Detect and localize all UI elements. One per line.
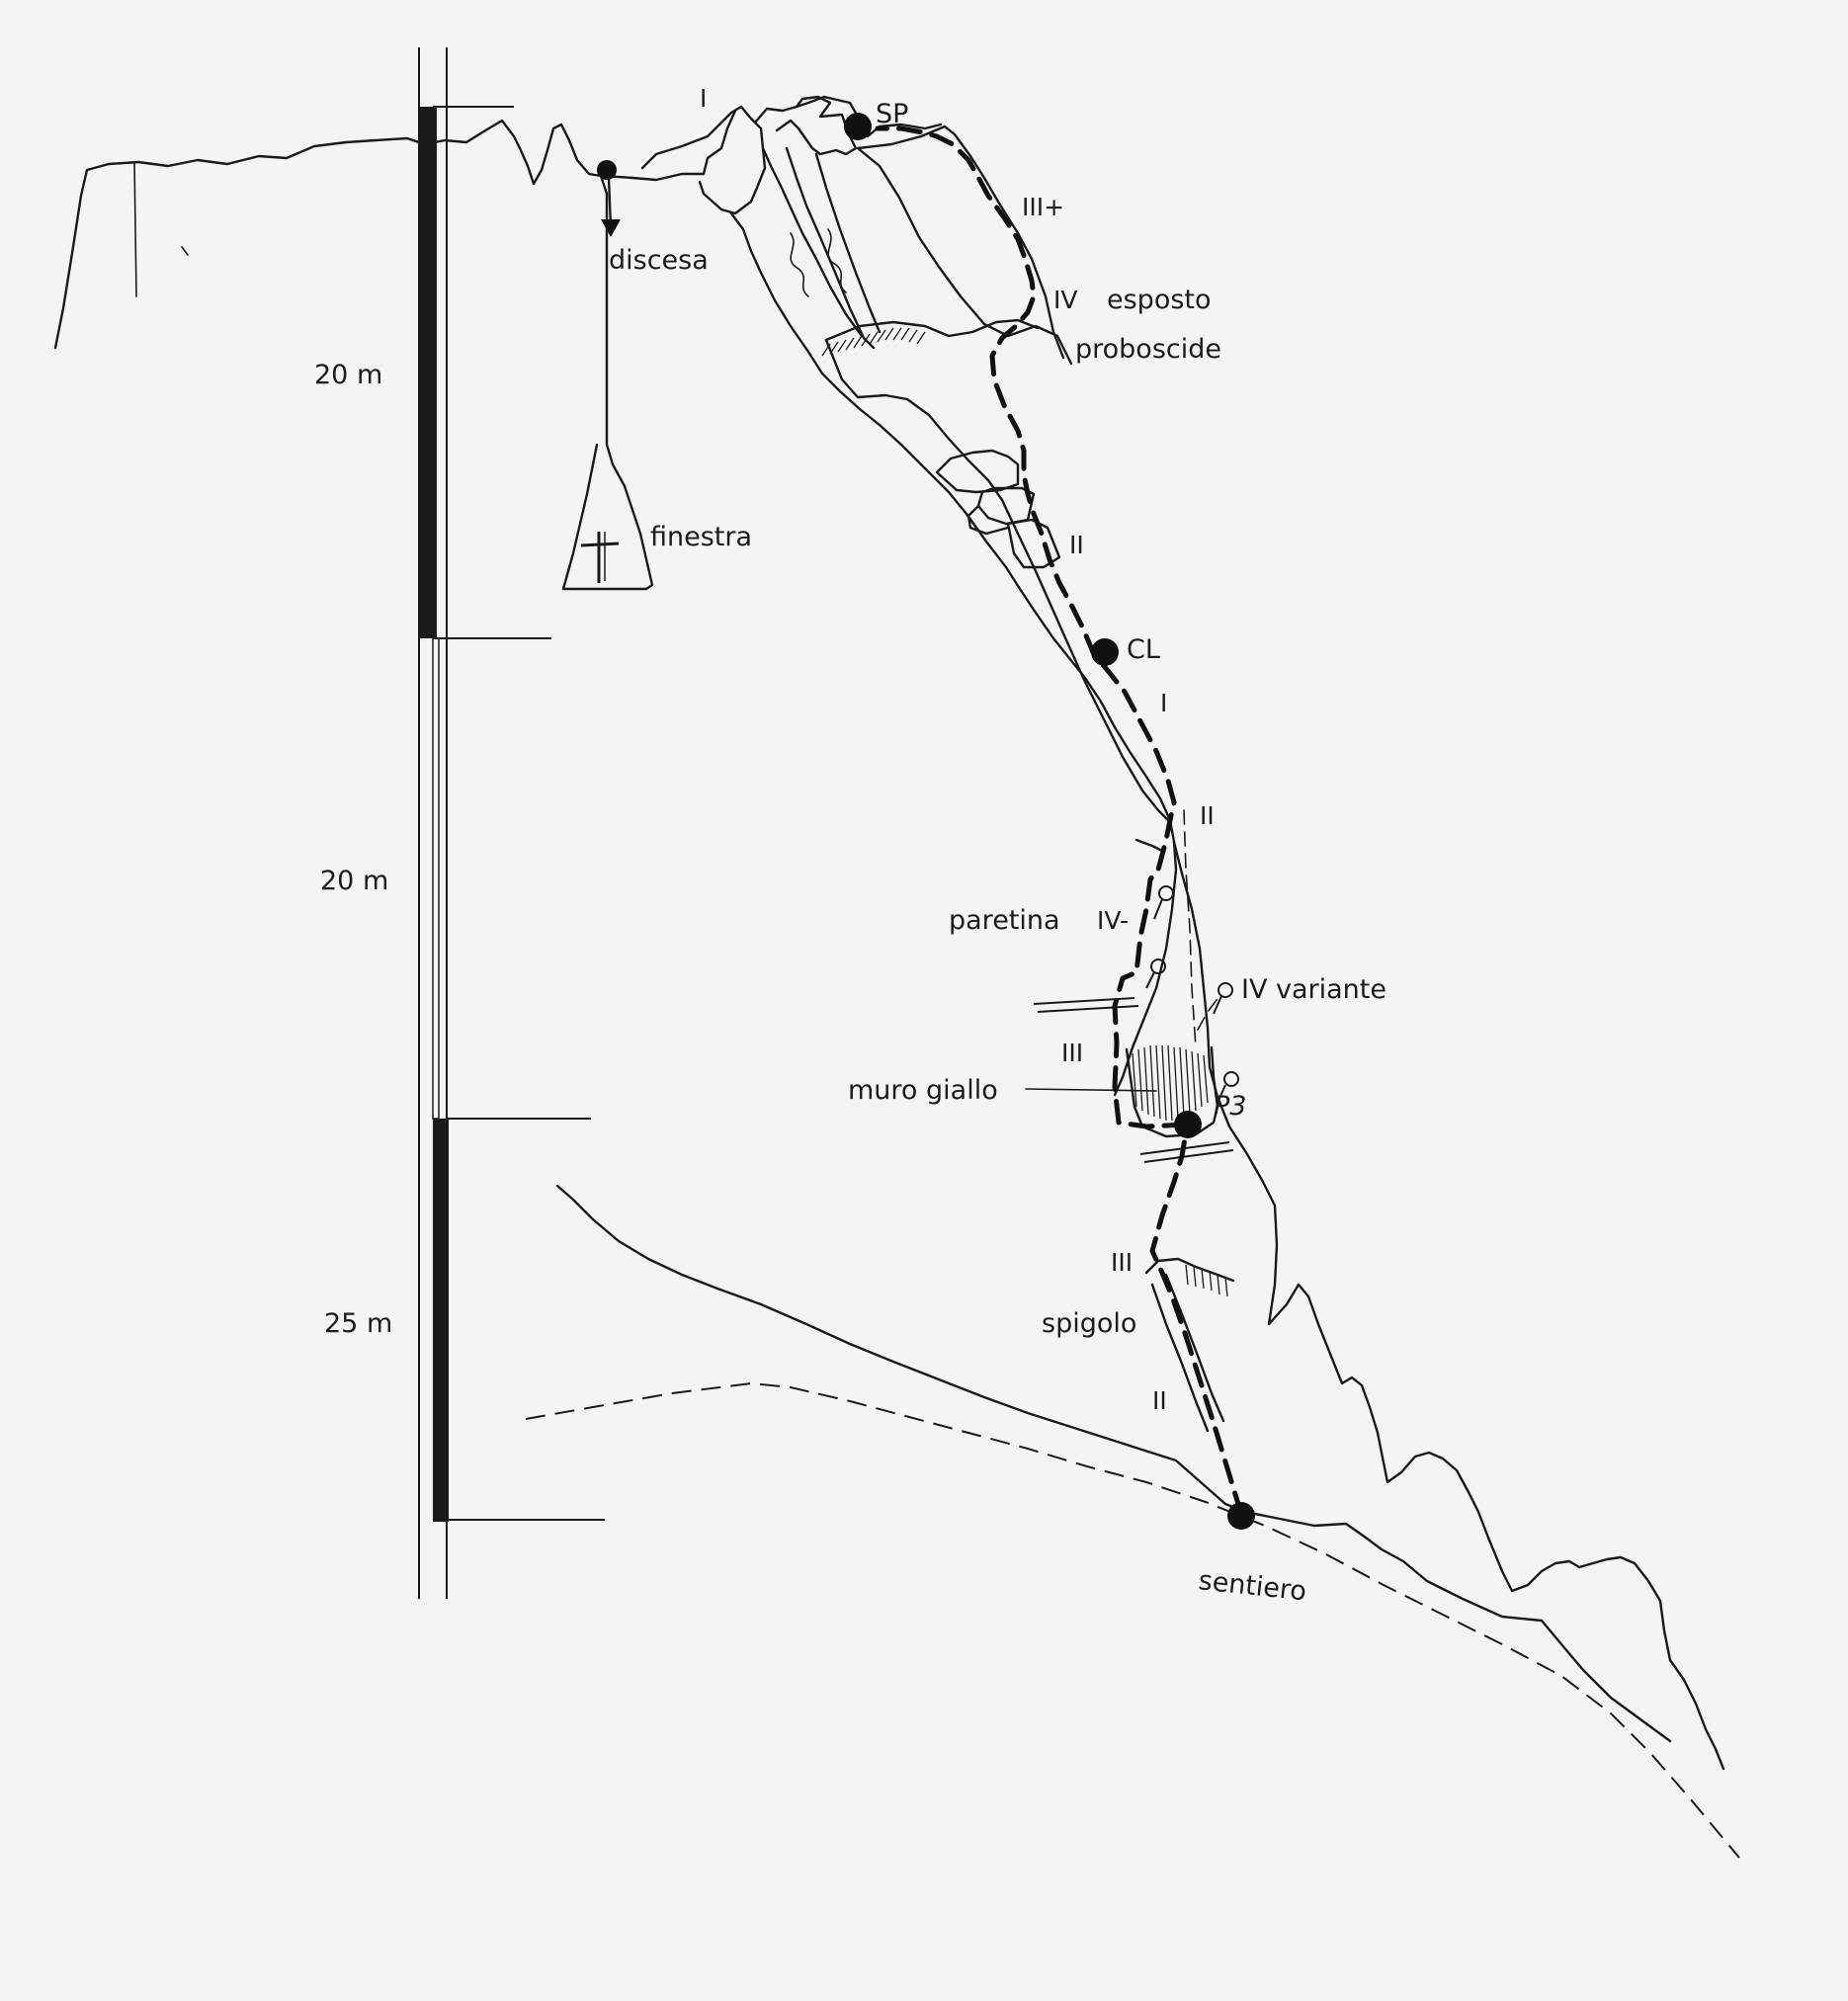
label-paretina: paretina (949, 905, 1060, 936)
variante-line-2 (1197, 995, 1220, 1031)
height-scale-bar (418, 47, 605, 1599)
spigolo-edge-1 (1150, 1283, 1210, 1433)
grade-iv-top: IV (1053, 286, 1077, 314)
variante-line (1183, 809, 1197, 1048)
piton-icon (1145, 959, 1166, 989)
scale-label-middle: 20 m (320, 866, 388, 896)
cave-overhang (824, 338, 1004, 502)
climbing-route-muro (1112, 799, 1189, 1129)
label-p3: P3 (1214, 1091, 1246, 1122)
rock-mark (181, 246, 189, 256)
piton-icon (1217, 1071, 1239, 1104)
face-right-edge (1172, 840, 1725, 1771)
hatch-muro-giallo (1132, 1044, 1209, 1122)
spigolo-overhang (1144, 1257, 1235, 1283)
label-finestra: finestra (650, 522, 752, 552)
crack-squiggle-1 (790, 232, 809, 297)
grade-i-mid: I (1160, 689, 1167, 717)
inner-chimney-2 (814, 152, 882, 334)
inner-chimney (785, 146, 876, 350)
ridge-right-edge (1000, 498, 1170, 822)
summit-rock-line (133, 161, 137, 297)
trail-dashed-line (525, 1381, 1740, 1859)
grade-iii-muro: III (1061, 1039, 1083, 1067)
grade-top-i: I (700, 84, 707, 113)
grade-ii-lower: II (1152, 1386, 1167, 1415)
start-station-sentiero (1227, 1502, 1255, 1530)
grade-iv-minus: IV- (1097, 906, 1129, 935)
grade-iii-spigolo: III (1111, 1248, 1133, 1277)
belay-station-sp (844, 113, 872, 140)
label-esposto: esposto (1107, 285, 1212, 315)
scale-segment-3 (433, 1119, 449, 1522)
belay-station-cl (1091, 638, 1119, 666)
scale-label-top: 20 m (314, 360, 382, 390)
piton-icon (1213, 982, 1233, 1015)
label-discesa: discesa (609, 245, 709, 276)
grade-ii-mid: II (1200, 801, 1215, 830)
label-proboscide: proboscide (1075, 334, 1221, 365)
summit-ridge (53, 119, 603, 350)
spigolo-edge-2 (1164, 1273, 1225, 1423)
scale-label-bottom: 25 m (324, 1308, 392, 1339)
pillar-left-edge-upper (761, 146, 864, 338)
block-1 (935, 449, 1020, 494)
hatch-overhang (821, 327, 926, 357)
grade-ii-upper: II (1069, 531, 1084, 559)
summit-boulders (640, 105, 767, 215)
belay-station-p3 (1174, 1111, 1202, 1138)
climbing-route (1149, 1129, 1244, 1517)
label-sp: SP (876, 99, 908, 129)
crack-squiggle-2 (827, 228, 847, 293)
summit-top-blocks (753, 95, 858, 156)
face-inner-edge (1134, 838, 1166, 854)
descent-couloir-edge (561, 174, 654, 591)
proboscide-block (824, 318, 1040, 342)
scale-segment-2 (432, 637, 440, 1120)
descent-ridge (601, 109, 737, 182)
cross-icon (580, 532, 620, 583)
muro-giallo-leader (1025, 1088, 1157, 1092)
proboscide-pillar (856, 146, 1073, 366)
pillar-left-edge (729, 211, 1178, 1097)
ledge-paretina (1033, 997, 1139, 1013)
hatch-spigolo (1185, 1264, 1228, 1297)
piton-icon (1153, 885, 1174, 920)
right-summit-ridge (856, 125, 1065, 360)
descent-arrow-icon (601, 177, 621, 237)
label-cl: CL (1127, 634, 1160, 665)
descent-anchor-dot (597, 160, 617, 180)
ledge-belay (1139, 1141, 1234, 1163)
grade-iii-plus: III+ (1022, 193, 1064, 221)
label-sentiero: sentiero (1197, 1565, 1307, 1607)
scale-segment-1 (419, 107, 437, 638)
label-variante: IV variante (1241, 974, 1386, 1005)
label-muro-giallo: muro giallo (848, 1075, 998, 1106)
ground-slope (555, 1184, 1672, 1743)
label-spigolo: spigolo (1042, 1308, 1136, 1339)
block-4 (966, 504, 1010, 536)
